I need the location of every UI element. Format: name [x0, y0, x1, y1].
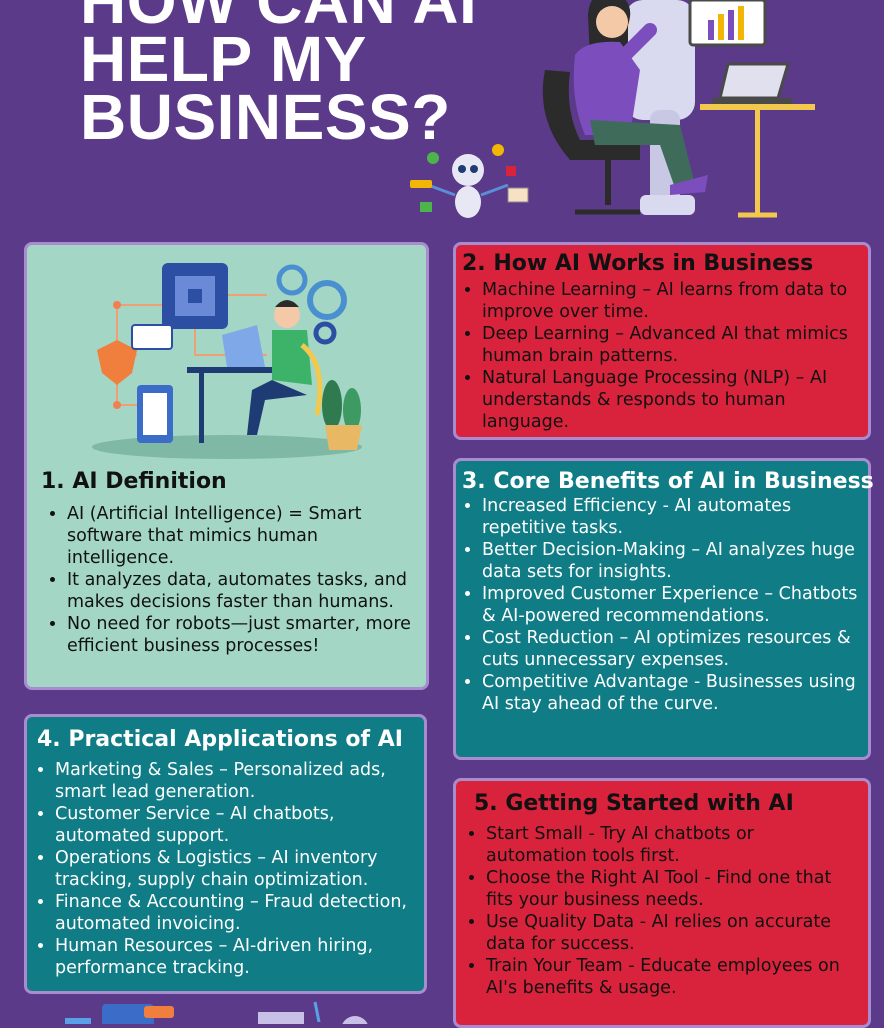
list-item: AI (Artificial Intelligence) = Smart sof… — [67, 503, 421, 569]
section-heading: 4. Practical Applications of AI — [37, 727, 403, 752]
list-item: Human Resources – AI-driven hiring, perf… — [55, 935, 418, 979]
list-item: Deep Learning – Advanced AI that mimics … — [482, 323, 860, 367]
person-at-laptop-illustration — [92, 263, 362, 459]
person-with-robot-illustration — [542, 0, 815, 218]
section-heading: 3. Core Benefits of AI in Business — [462, 469, 874, 494]
list-item: No need for robots—just smarter, more ef… — [67, 613, 421, 657]
section-heading: 5. Getting Started with AI — [474, 791, 794, 816]
page-title: HOW CAN AI HELP MY BUSINESS? — [80, 0, 478, 153]
code-window-icon — [258, 1001, 368, 1024]
list-item: Start Small - Try AI chatbots or automat… — [486, 823, 860, 867]
list-item: Train Your Team - Educate employees on A… — [486, 955, 860, 999]
list-item: Increased Efficiency - AI automates repe… — [482, 495, 860, 539]
phone-icon — [65, 1004, 174, 1024]
section-how-ai-works: 2. How AI Works in Business Machine Lear… — [453, 242, 871, 440]
title-line-2: HELP MY — [80, 23, 367, 95]
title-line-1: HOW CAN AI — [80, 0, 478, 37]
title-line-3: BUSINESS? — [80, 81, 451, 153]
list-item: Marketing & Sales – Personalized ads, sm… — [55, 759, 418, 803]
list-item: Finance & Accounting – Fraud detection, … — [55, 891, 418, 935]
list-item: It analyzes data, automates tasks, and m… — [67, 569, 421, 613]
list-item: Natural Language Processing (NLP) – AI u… — [482, 367, 860, 433]
list-item: Operations & Logistics – AI inventory tr… — [55, 847, 418, 891]
section-core-benefits: 3. Core Benefits of AI in Business Incre… — [453, 458, 874, 760]
list-item: Cost Reduction – AI optimizes resources … — [482, 627, 860, 671]
list-item: Machine Learning – AI learns from data t… — [482, 279, 860, 323]
section-getting-started: 5. Getting Started with AI Start Small -… — [453, 778, 871, 1028]
section-practical-applications: 4. Practical Applications of AI Marketin… — [24, 714, 427, 994]
list-item: Improved Customer Experience – Chatbots … — [482, 583, 860, 627]
list-item: Competitive Advantage - Businesses using… — [482, 671, 860, 715]
robot-icon — [410, 144, 529, 218]
list-item: Better Decision-Making – AI analyzes hug… — [482, 539, 860, 583]
section-heading: 1. AI Definition — [41, 469, 227, 494]
list-item: Customer Service – AI chatbots, automate… — [55, 803, 418, 847]
section-heading: 2. How AI Works in Business — [462, 251, 814, 276]
list-item: Use Quality Data - AI relies on accurate… — [486, 911, 860, 955]
list-item: Choose the Right AI Tool - Find one that… — [486, 867, 860, 911]
section-ai-definition: 1. AI Definition AI (Artificial Intellig… — [24, 242, 429, 690]
